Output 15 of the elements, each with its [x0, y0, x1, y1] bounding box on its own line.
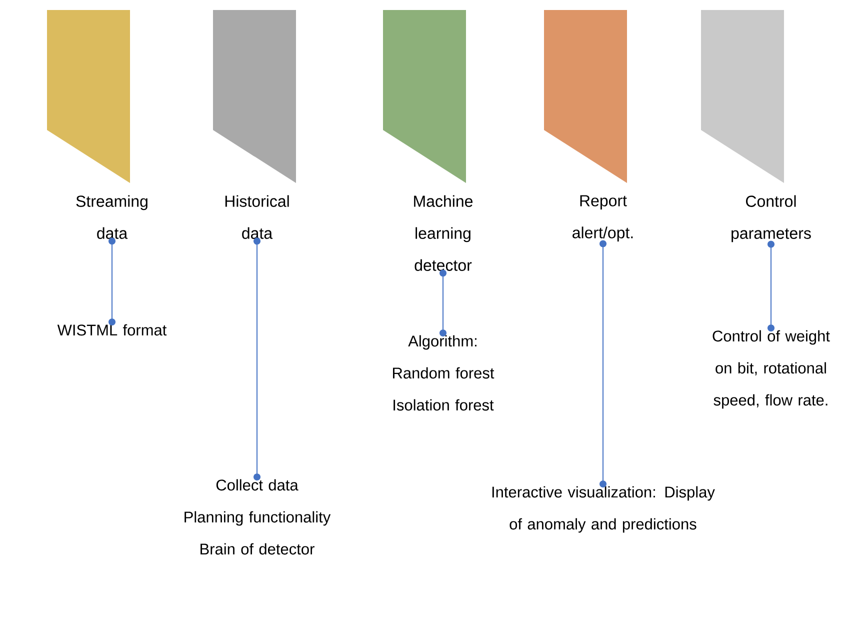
connector-line [600, 240, 606, 488]
connector-line [254, 238, 260, 480]
banner-title: Machine learning detector [414, 195, 473, 271]
connector-line [440, 270, 446, 336]
description-text: Interactive visualization: Display of anomaly and predictions [492, 486, 715, 533]
description-text: Control of weight on bit, rotational speed, flow rate. [712, 330, 830, 409]
description-text: Algorithm: Random forest Isolation forest [393, 335, 494, 411]
banner-title: Control parameters [732, 195, 811, 242]
banner-title: Streaming data [76, 195, 148, 239]
connector-line [108, 238, 116, 326]
connector-line [768, 240, 774, 332]
description-text: Collect data Planning functionality Brain of detector [184, 479, 331, 555]
banner-title: Report alert/opt. [572, 195, 633, 242]
description-text: WISTML format [57, 324, 167, 336]
banner-title: Historical data [225, 195, 289, 239]
